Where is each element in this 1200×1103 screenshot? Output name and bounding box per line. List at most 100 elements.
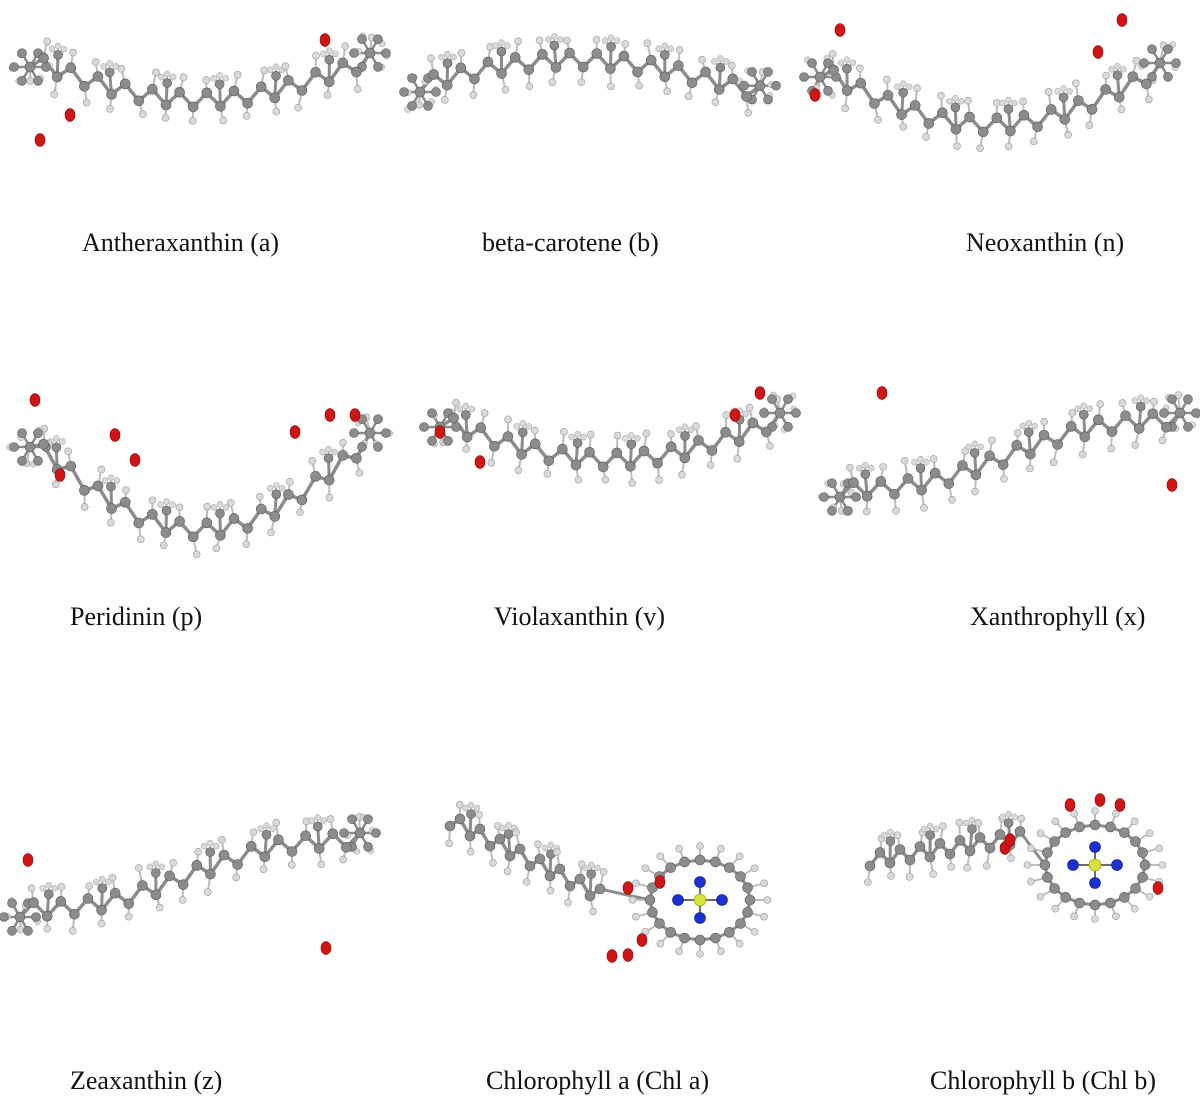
- carbon-atom: [215, 530, 226, 541]
- hydrogen-atom: [864, 878, 872, 887]
- carbon-atom: [549, 40, 560, 51]
- hydrogen-atom: [574, 430, 581, 438]
- carbon-atom: [17, 456, 27, 466]
- carbon-atom: [1139, 58, 1149, 68]
- carbon-atom: [564, 880, 576, 892]
- carbon-atom: [874, 847, 886, 858]
- molecule-neoxanthin: [799, 0, 1181, 200]
- hydrogen-atom: [512, 828, 520, 837]
- hydrogen-atom: [50, 90, 59, 99]
- carbon-atom: [174, 516, 185, 527]
- hydrogen-atom: [982, 861, 991, 870]
- hydrogen-atom: [157, 501, 164, 508]
- hydrogen-atom: [1143, 397, 1150, 404]
- hydrogen-atom: [976, 144, 984, 153]
- hydrogen-atom: [332, 50, 339, 57]
- hydrogen-atom: [1102, 71, 1110, 80]
- carbon-atom: [1161, 422, 1172, 433]
- carbon-atom: [451, 422, 461, 432]
- carbon-atom: [1130, 836, 1141, 847]
- carbon-atom: [1163, 72, 1173, 82]
- carbon-atom: [774, 407, 786, 419]
- carbon-atom: [53, 50, 63, 60]
- carbon-atom: [160, 99, 172, 111]
- antheraxanthin-model: [8, 32, 391, 147]
- hydrogen-atom: [91, 58, 100, 66]
- hydrogen-atom: [124, 912, 133, 921]
- hydrogen-atom: [922, 133, 930, 141]
- oxygen-atom: [289, 425, 301, 439]
- carbon-atom: [828, 64, 839, 76]
- carbon-atom: [97, 883, 108, 893]
- hydrogen-atom: [1174, 391, 1183, 399]
- carbon-atom: [894, 844, 906, 855]
- oxygen-atom: [876, 386, 888, 400]
- hydrogen-atom: [1027, 844, 1035, 853]
- hydrogen-atom: [457, 49, 466, 57]
- hydrogen-atom: [259, 865, 268, 874]
- carbon-atom: [33, 76, 43, 86]
- hydrogen-atom: [545, 36, 552, 43]
- carbon-atom: [364, 47, 376, 59]
- hydrogen-atom: [269, 825, 276, 833]
- carbon-atom: [509, 52, 521, 63]
- oxygen-atom: [606, 949, 618, 963]
- carbon-atom: [974, 832, 986, 843]
- carbon-atom: [984, 842, 996, 854]
- carbon-atom: [686, 77, 698, 89]
- hydrogen-atom: [203, 888, 212, 896]
- hydrogen-atom: [684, 92, 693, 101]
- carbon-atom: [1039, 859, 1051, 871]
- hydrogen-atom: [331, 448, 338, 456]
- carbon-atom: [164, 870, 175, 882]
- carbon-atom: [428, 69, 439, 80]
- hydrogen-atom: [113, 477, 121, 484]
- carbon-atom: [1074, 897, 1085, 909]
- hydrogen-atom: [547, 841, 555, 849]
- carbon-atom: [349, 428, 359, 438]
- carbon-atom: [161, 505, 172, 516]
- carbon-atom: [923, 118, 935, 129]
- carbon-atom: [427, 408, 437, 418]
- caption-neoxanthin: Neoxanthin (n): [966, 228, 1125, 257]
- carbon-atom: [665, 441, 677, 453]
- carbon-atom: [109, 887, 121, 899]
- carbon-atom: [363, 814, 373, 824]
- hydrogen-atom: [711, 98, 720, 107]
- hydrogen-atom: [54, 42, 62, 50]
- oxygen-atom: [834, 23, 846, 37]
- hydrogen-atom: [1145, 95, 1153, 104]
- carbon-atom: [69, 908, 80, 920]
- oxygen-atom: [129, 453, 141, 467]
- carbon-atom: [700, 66, 711, 78]
- hydrogen-atom: [513, 423, 520, 430]
- carbon-atom: [119, 78, 131, 90]
- carbon-atom: [517, 427, 528, 438]
- carbon-atom: [1059, 114, 1071, 125]
- hydrogen-atom: [492, 42, 499, 49]
- hydrogen-atom: [161, 114, 170, 122]
- carbon-atom: [364, 427, 376, 439]
- hydrogen-atom: [107, 474, 115, 481]
- carbon-atom: [1060, 827, 1071, 838]
- carbon-atom: [31, 912, 41, 922]
- beta-carotene-model: [399, 33, 781, 117]
- hydrogen-atom: [613, 37, 621, 44]
- hydrogen-atom: [1036, 892, 1045, 901]
- carbon-atom: [747, 417, 759, 429]
- hydrogen-atom: [1044, 88, 1053, 96]
- carbon-atom: [431, 87, 441, 97]
- carbon-atom: [205, 847, 215, 857]
- carbon-atom: [1163, 44, 1173, 54]
- hydrogen-atom: [468, 405, 476, 413]
- chlorophyll-a-model: [444, 800, 772, 963]
- carbon-atom: [1093, 414, 1104, 426]
- carbon-atom: [351, 452, 362, 464]
- hydrogen-atom: [68, 927, 77, 935]
- xanthophyll-model: [818, 386, 1200, 516]
- hydrogen-atom: [1027, 877, 1035, 886]
- carbon-atom: [799, 72, 809, 82]
- carbon-atom: [1058, 92, 1069, 103]
- hydrogen-atom: [846, 463, 854, 472]
- hydrogen-atom: [587, 861, 595, 869]
